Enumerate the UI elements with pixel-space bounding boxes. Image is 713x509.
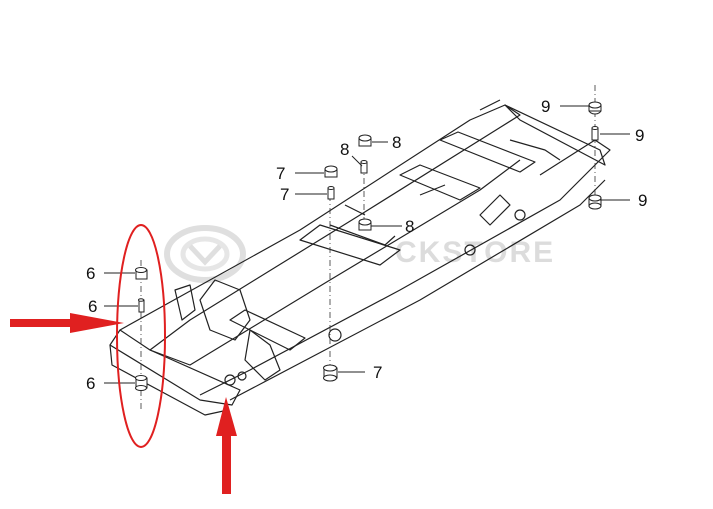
mount-parts <box>135 101 602 391</box>
callout-8-left: 8 <box>340 140 349 159</box>
callout-6-mid: 6 <box>88 297 97 316</box>
callout-7-top: 7 <box>276 164 285 183</box>
part-bushing-9-top <box>588 101 602 115</box>
leader-lines <box>104 105 630 384</box>
callout-6-top: 6 <box>86 264 95 283</box>
red-annotations <box>10 224 237 494</box>
part-bushing-7-top <box>324 165 338 178</box>
callout-8-right: 8 <box>392 133 401 152</box>
part-bushing-8-top <box>358 134 372 147</box>
part-bolt-7 <box>327 186 335 200</box>
part-bolt-6 <box>138 298 145 313</box>
arrow-up-icon <box>216 397 237 494</box>
part-bushing-9-bottom <box>588 194 602 210</box>
callout-7-bottom: 7 <box>373 363 382 382</box>
part-bolt-8 <box>360 160 368 174</box>
callout-9-mid: 9 <box>635 126 644 145</box>
callout-labels: 9 9 9 8 8 8 7 7 7 6 6 6 <box>86 97 647 393</box>
brand-logo-icon <box>164 225 246 283</box>
frame-outline <box>109 99 611 416</box>
part-bushing-7-bottom <box>323 364 338 382</box>
callout-8-frame: 8 <box>405 217 414 236</box>
part-bushing-8-frame <box>358 218 372 231</box>
part-bolt-9-mid <box>591 126 599 141</box>
callout-9-top: 9 <box>541 97 550 116</box>
watermark-text: CKSTORE <box>395 236 555 269</box>
callout-9-bottom: 9 <box>638 191 647 210</box>
callout-6-bottom: 6 <box>86 374 95 393</box>
arrow-right-icon <box>10 313 124 333</box>
highlight-ellipse <box>116 224 166 448</box>
part-bushing-6-top <box>135 267 148 280</box>
callout-7-mid: 7 <box>280 185 289 204</box>
part-bushing-6-bottom <box>135 375 148 391</box>
